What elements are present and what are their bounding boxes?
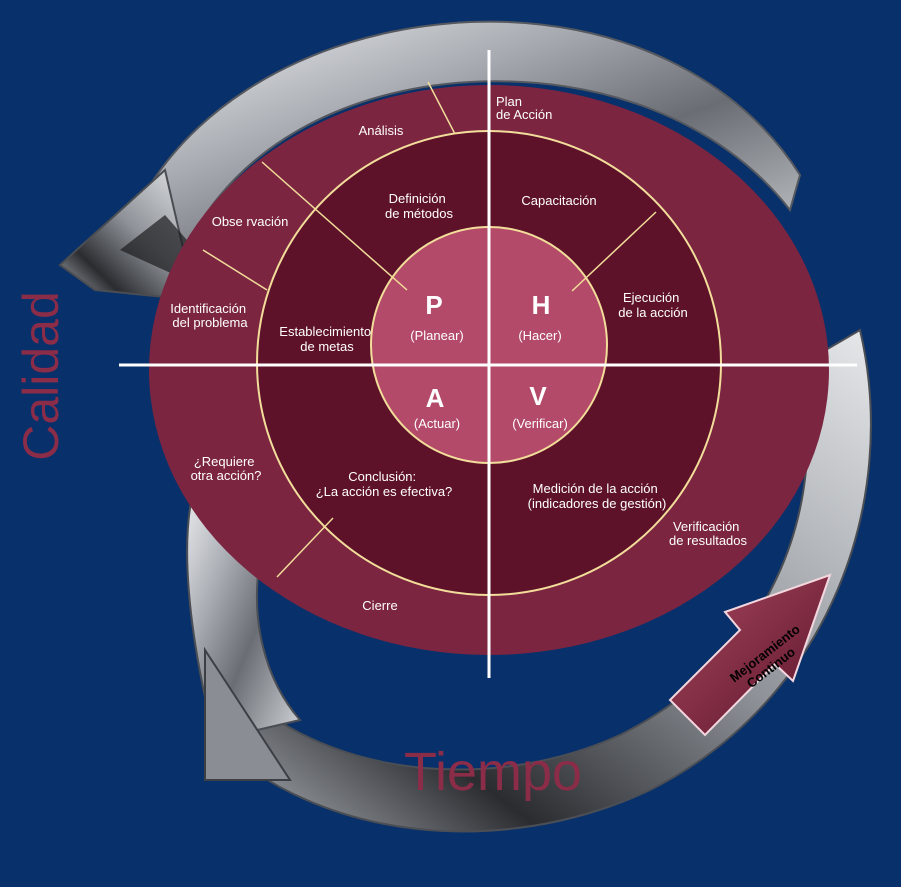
quadrant-p-caption: (Planear): [410, 328, 463, 343]
mejoramiento-continuo-badge: Mejoramiento Continuo: [668, 573, 832, 737]
quadrant-a-caption: (Actuar): [414, 416, 460, 431]
quadrant-a-letter: A: [426, 383, 445, 413]
ring-dividers: [202, 81, 657, 578]
label-establecimiento-metas: Establecimiento de metas: [279, 324, 374, 354]
label-ejecucion-accion: Ejecución de la acción: [618, 290, 687, 320]
label-medicion-accion: Medición de la acción (indicadores de ge…: [528, 481, 667, 511]
quadrant-h-letter: H: [532, 290, 551, 320]
label-definicion-metodos: Definición de métodos: [385, 191, 453, 221]
tiempo-axis-label: Tiempo: [404, 742, 582, 802]
quadrant-v-letter: V: [529, 381, 547, 411]
label-analisis: Análisis: [359, 123, 404, 138]
label-plan-accion: Plan de Acción: [496, 94, 552, 122]
label-requiere-otra-accion: ¿Requiere otra acción?: [191, 454, 262, 483]
quadrant-v-caption: (Verificar): [512, 416, 568, 431]
quadrant-p-letter: P: [425, 290, 442, 320]
label-verificacion-resultados: Verificación de resultados: [669, 519, 748, 548]
calidad-axis-label: Calidad: [13, 291, 69, 461]
label-conclusion: Conclusión: ¿La acción es efectiva?: [316, 469, 453, 499]
label-capacitacion: Capacitación: [521, 193, 596, 208]
label-cierre: Cierre: [362, 598, 397, 613]
label-identificacion-problema: Identificación del problema: [170, 301, 250, 330]
label-observacion: Obse rvación: [212, 214, 289, 229]
quadrant-h-caption: (Hacer): [518, 328, 561, 343]
